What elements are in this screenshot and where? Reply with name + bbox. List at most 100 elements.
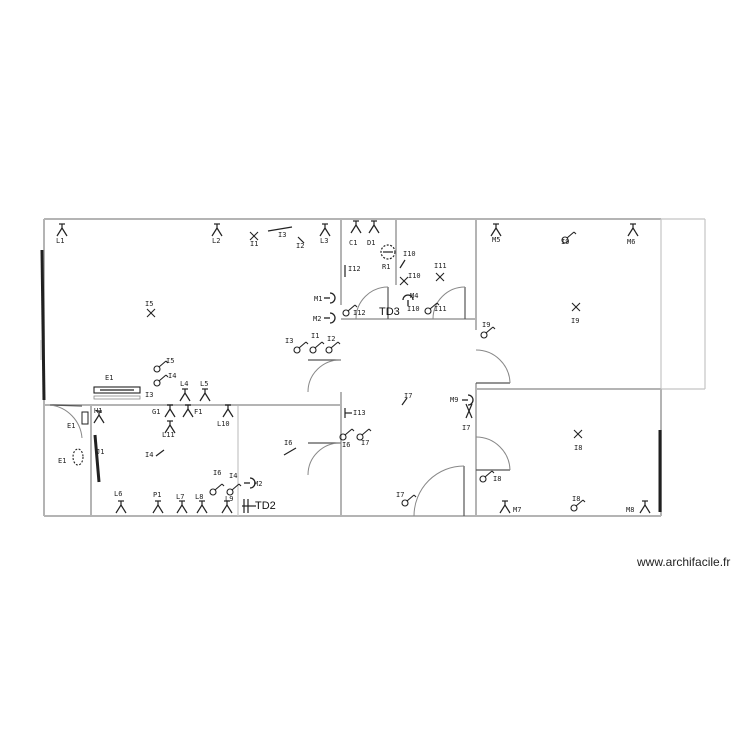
label: L2: [212, 237, 220, 245]
wall-light-icon[interactable]: [639, 500, 651, 514]
wall-light-icon[interactable]: [196, 500, 208, 514]
label: M4: [410, 292, 418, 300]
label: I3: [285, 337, 293, 345]
switch-icon[interactable]: [401, 397, 408, 406]
ceiling-outlet-icon[interactable]: [380, 244, 396, 260]
wall-light-icon[interactable]: [164, 404, 176, 418]
ceiling-light-icon[interactable]: [573, 429, 583, 439]
label: I7: [396, 491, 404, 499]
wall-light-icon[interactable]: [182, 404, 194, 418]
label: F1: [194, 408, 202, 416]
switch-icon[interactable]: [267, 226, 293, 232]
label: I4: [229, 472, 237, 480]
label: I12: [353, 309, 366, 317]
label: I6: [213, 469, 221, 477]
label: I10: [407, 305, 420, 313]
switch-icon[interactable]: [226, 483, 242, 496]
door-icon[interactable]: [413, 465, 465, 517]
ceiling-light-icon[interactable]: [571, 302, 581, 312]
label: M6: [627, 238, 635, 246]
wall-light-icon[interactable]: [115, 500, 127, 514]
label: L1: [56, 237, 64, 245]
wall-light-icon[interactable]: [499, 500, 511, 514]
wall-light-icon[interactable]: [211, 223, 223, 237]
water-heater-icon[interactable]: [72, 448, 84, 466]
label: M8: [626, 506, 634, 514]
label: I5: [145, 300, 153, 308]
ceiling-light-icon[interactable]: [249, 231, 259, 241]
label: L7: [176, 493, 184, 501]
ceiling-light-icon[interactable]: [146, 308, 156, 318]
label: I8: [574, 444, 582, 452]
switch-icon[interactable]: [155, 449, 165, 457]
wall-light-icon[interactable]: [176, 500, 188, 514]
door-icon[interactable]: [475, 349, 511, 384]
switch-icon[interactable]: [283, 447, 297, 456]
label: J1: [96, 448, 104, 456]
wall-light-icon[interactable]: [368, 220, 380, 234]
wall-light-icon[interactable]: [152, 500, 164, 514]
wall-light-icon[interactable]: [319, 223, 331, 237]
label: M1: [314, 295, 322, 303]
switch-icon[interactable]: [209, 483, 225, 496]
switch-icon[interactable]: [465, 403, 473, 419]
label: R1: [382, 263, 390, 271]
switch-icon[interactable]: [153, 374, 169, 387]
switch-icon[interactable]: [339, 428, 355, 441]
socket-icon[interactable]: [323, 292, 336, 304]
label: I9: [571, 317, 579, 325]
label: I10: [408, 272, 421, 280]
label: I1: [311, 332, 319, 340]
label: C1: [349, 239, 357, 247]
label: I2: [327, 335, 335, 343]
label: M5: [492, 236, 500, 244]
door-icon[interactable]: [49, 404, 83, 439]
label: I3: [145, 391, 153, 399]
wall-light-icon[interactable]: [199, 388, 211, 402]
wall-light-icon[interactable]: [350, 220, 362, 234]
label: G1: [152, 408, 160, 416]
door-icon[interactable]: [307, 442, 342, 476]
label: I8: [493, 475, 501, 483]
label: M9: [450, 396, 458, 404]
wall-light-icon[interactable]: [627, 223, 639, 237]
label: I9: [561, 238, 569, 246]
label: I4: [168, 372, 176, 380]
label: L10: [217, 420, 230, 428]
socket-icon[interactable]: [323, 312, 336, 324]
switch-icon[interactable]: [309, 341, 325, 354]
ceiling-light-icon[interactable]: [435, 272, 445, 282]
label: I6: [284, 439, 292, 447]
wall-light-icon[interactable]: [490, 223, 502, 237]
label: L11: [162, 431, 175, 439]
socket-icon[interactable]: [461, 394, 474, 406]
switch-icon[interactable]: [479, 470, 495, 483]
label: I11: [434, 305, 447, 313]
ceiling-light-icon[interactable]: [399, 276, 409, 286]
label: I4: [145, 451, 153, 459]
door-icon[interactable]: [432, 286, 466, 320]
junction-box-icon[interactable]: [81, 411, 89, 425]
door-icon[interactable]: [307, 359, 342, 393]
door-icon[interactable]: [475, 436, 511, 471]
switch-icon[interactable]: [325, 341, 341, 354]
label: I6: [342, 441, 350, 449]
switch-icon[interactable]: [297, 236, 305, 244]
symbols: [56, 220, 651, 514]
label: I2: [296, 242, 304, 250]
wall-light-icon[interactable]: [56, 223, 68, 237]
door-icon[interactable]: [355, 286, 389, 320]
label: I7: [361, 439, 369, 447]
switch-icon[interactable]: [293, 341, 309, 354]
label: L6: [114, 490, 122, 498]
wall-light-icon[interactable]: [179, 388, 191, 402]
panel-icon[interactable]: [242, 499, 256, 513]
switch-icon[interactable]: [399, 259, 406, 269]
doors: [49, 286, 511, 517]
label: I7: [404, 392, 412, 400]
label: H1: [94, 407, 102, 415]
label: E1: [105, 374, 113, 382]
wall-light-icon[interactable]: [222, 404, 234, 418]
strip-light-icon[interactable]: [93, 386, 141, 400]
